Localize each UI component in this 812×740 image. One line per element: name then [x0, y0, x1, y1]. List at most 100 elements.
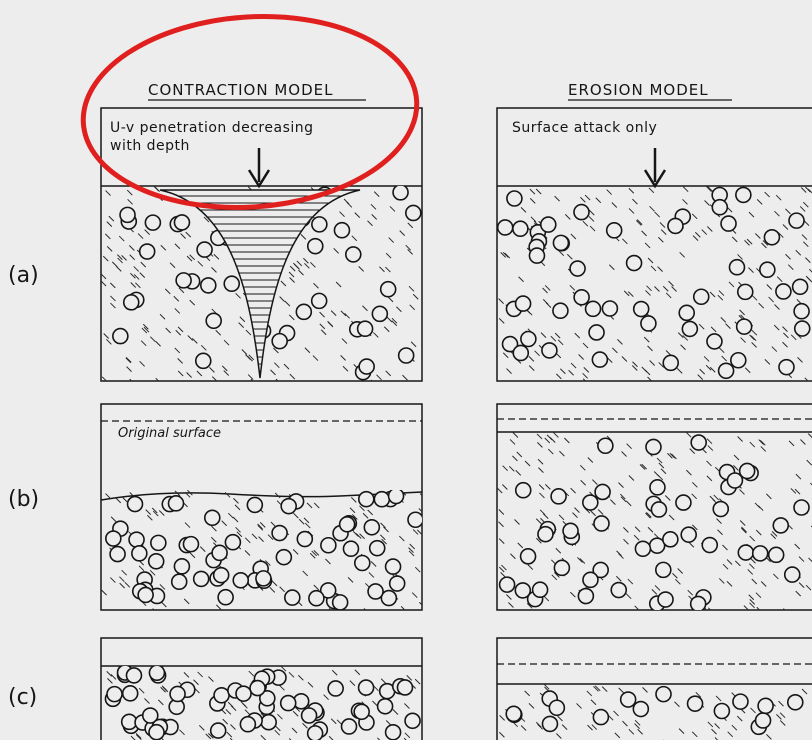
particle [773, 518, 788, 533]
matrix-dash [314, 503, 319, 508]
matrix-dash [525, 461, 530, 466]
matrix-dash [364, 608, 369, 613]
matrix-dash [380, 535, 385, 540]
matrix-dash [571, 363, 576, 368]
matrix-dash [559, 515, 564, 520]
particle-texture [102, 489, 425, 614]
matrix-dash [530, 189, 535, 194]
matrix-dash [539, 493, 544, 498]
particle [515, 583, 530, 598]
matrix-dash [175, 348, 180, 353]
particle [794, 304, 809, 319]
matrix-dash [708, 446, 713, 451]
matrix-dash [147, 515, 152, 520]
matrix-dash [102, 590, 107, 595]
matrix-dash [796, 250, 801, 255]
particle [656, 687, 671, 702]
matrix-dash [258, 524, 263, 529]
panel-contraction-b: Original surface [101, 404, 425, 614]
matrix-dash [497, 488, 502, 493]
matrix-dash [129, 246, 134, 251]
matrix-dash [565, 214, 570, 219]
matrix-dash [530, 198, 535, 203]
matrix-dash [650, 206, 655, 211]
particle [668, 218, 683, 233]
particle [194, 571, 209, 586]
matrix-dash [618, 554, 623, 559]
matrix-dash [622, 239, 627, 244]
matrix-dash [540, 510, 545, 515]
matrix-dash [759, 303, 764, 308]
particle [406, 205, 421, 220]
matrix-dash [120, 583, 125, 588]
particle [769, 547, 784, 562]
particle [650, 480, 665, 495]
matrix-dash [178, 358, 183, 363]
matrix-dash [211, 526, 216, 531]
matrix-dash [138, 234, 143, 239]
matrix-dash [545, 285, 550, 290]
matrix-dash [211, 537, 216, 542]
matrix-dash [258, 525, 263, 530]
matrix-dash [371, 204, 376, 209]
matrix-dash [665, 495, 670, 500]
matrix-dash [290, 277, 295, 282]
matrix-dash [289, 272, 294, 277]
matrix-dash [588, 457, 593, 462]
matrix-dash [788, 265, 793, 270]
matrix-dash [239, 323, 244, 328]
matrix-dash [289, 315, 294, 320]
particle [110, 547, 125, 562]
matrix-dash [324, 695, 329, 700]
particle [574, 290, 589, 305]
matrix-dash [351, 497, 356, 502]
matrix-dash [381, 523, 386, 528]
matrix-dash [166, 328, 171, 333]
matrix-dash [785, 209, 790, 214]
matrix-dash [749, 335, 754, 340]
particle [364, 520, 379, 535]
particle [595, 484, 610, 499]
matrix-dash [170, 263, 175, 268]
particle [312, 293, 327, 308]
particle [756, 713, 771, 728]
particle [538, 527, 553, 542]
matrix-dash [699, 324, 704, 329]
matrix-dash [756, 593, 761, 598]
matrix-dash [577, 703, 582, 708]
particle [276, 550, 291, 565]
particle [359, 492, 374, 507]
particle [651, 502, 666, 517]
matrix-dash [226, 709, 231, 714]
matrix-dash [555, 196, 560, 201]
matrix-dash [702, 230, 707, 235]
matrix-dash [648, 346, 653, 351]
matrix-dash [399, 536, 404, 541]
matrix-dash [624, 539, 629, 544]
panel-erosion-c [497, 638, 812, 740]
matrix-dash [757, 199, 762, 204]
matrix-dash [782, 327, 787, 332]
particle [399, 348, 414, 363]
matrix-dash [748, 569, 753, 574]
particle [679, 305, 694, 320]
matrix-dash [732, 725, 737, 730]
matrix-dash [190, 300, 195, 305]
particle [390, 576, 405, 591]
matrix-dash [130, 255, 135, 260]
matrix-dash [209, 367, 214, 372]
matrix-dash [359, 266, 364, 271]
matrix-dash [410, 544, 415, 549]
particle [694, 289, 709, 304]
matrix-dash [372, 214, 377, 219]
matrix-dash [786, 254, 791, 259]
particle [702, 538, 717, 553]
matrix-dash [658, 237, 663, 242]
particle [516, 296, 531, 311]
particle [328, 681, 343, 696]
matrix-dash [765, 359, 770, 364]
matrix-dash [766, 734, 771, 739]
particle [151, 535, 166, 550]
matrix-dash [622, 451, 627, 456]
matrix-dash [644, 337, 649, 342]
